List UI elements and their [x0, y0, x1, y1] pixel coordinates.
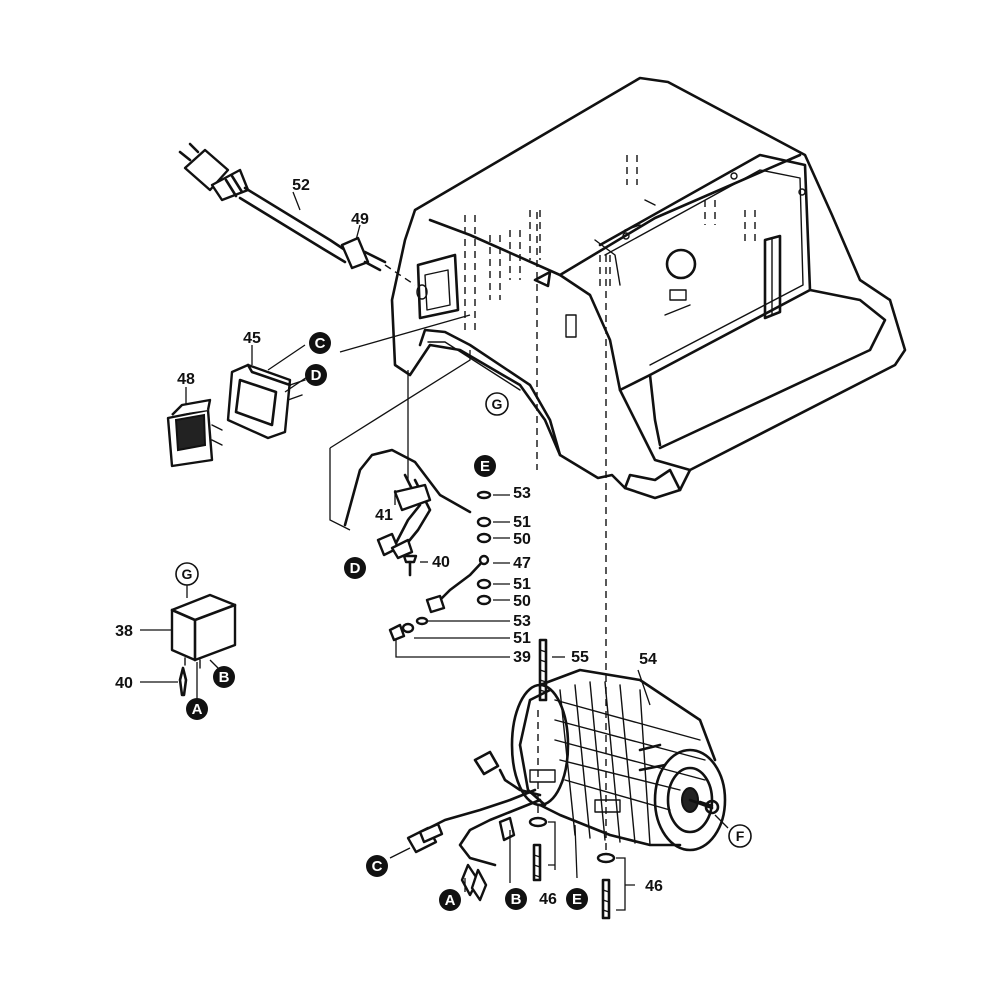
connector-g-top: G	[485, 392, 509, 416]
connector-e-bottom: E	[566, 888, 588, 910]
motor-screws	[528, 255, 729, 920]
svg-text:E: E	[480, 458, 490, 475]
svg-text:D: D	[311, 367, 322, 384]
svg-text:F: F	[736, 828, 745, 844]
label-40b: 40	[115, 675, 133, 692]
label-45: 45	[243, 330, 261, 347]
label-49: 49	[351, 211, 369, 228]
motor	[510, 668, 727, 852]
leader-switch-to-housing	[339, 314, 471, 353]
label-51b: 51	[513, 576, 531, 593]
label-50b: 50	[513, 593, 531, 610]
svg-text:A: A	[445, 892, 456, 909]
svg-text:D: D	[350, 560, 361, 577]
svg-text:G: G	[182, 566, 193, 582]
connector-b-left: B	[213, 666, 235, 688]
control-box	[140, 585, 237, 700]
housing	[390, 76, 907, 500]
power-cord	[178, 142, 416, 286]
connector-g-left: G	[175, 562, 199, 586]
connector-c-top: C	[309, 332, 331, 354]
connector-d-left: D	[344, 557, 366, 579]
label-47: 47	[513, 555, 531, 572]
label-50a: 50	[513, 531, 531, 548]
connector-e-top: E	[474, 455, 496, 477]
label-41: 41	[375, 507, 393, 524]
switch-housing	[226, 344, 311, 440]
label-48: 48	[177, 371, 195, 388]
connector-f-right: F	[728, 824, 752, 848]
label-55: 55	[571, 649, 589, 666]
svg-text:C: C	[315, 335, 326, 352]
label-52: 52	[292, 177, 310, 194]
label-51a: 51	[513, 514, 531, 531]
svg-text:C: C	[372, 858, 383, 875]
svg-text:G: G	[492, 396, 503, 412]
svg-text:B: B	[511, 891, 522, 908]
hardware-stack	[388, 212, 538, 658]
connector-a-bottom: A	[439, 889, 461, 911]
label-46a: 46	[539, 891, 557, 908]
label-40a: 40	[432, 554, 450, 571]
label-39: 39	[513, 649, 531, 666]
part-labels: 52 49 45 48 41 53 51 50 40 47 51 50 53 5…	[115, 177, 663, 908]
svg-text:A: A	[192, 701, 203, 718]
label-53a: 53	[513, 485, 531, 502]
label-53b: 53	[513, 613, 531, 630]
motor-wiring	[389, 750, 542, 902]
wire-harness	[329, 350, 472, 560]
svg-text:E: E	[572, 891, 582, 908]
label-51c: 51	[513, 630, 531, 647]
connector-c-bottom: C	[366, 855, 388, 877]
connector-callouts: C D G E D G B A	[175, 332, 752, 911]
rocker-switch	[166, 387, 223, 468]
label-46b: 46	[645, 878, 663, 895]
label-54: 54	[639, 651, 657, 668]
svg-text:B: B	[219, 669, 230, 686]
connector-d-top: D	[305, 364, 327, 386]
label-38: 38	[115, 623, 133, 640]
connector-b-bottom: B	[505, 888, 527, 910]
connector-a-left: A	[186, 698, 208, 720]
